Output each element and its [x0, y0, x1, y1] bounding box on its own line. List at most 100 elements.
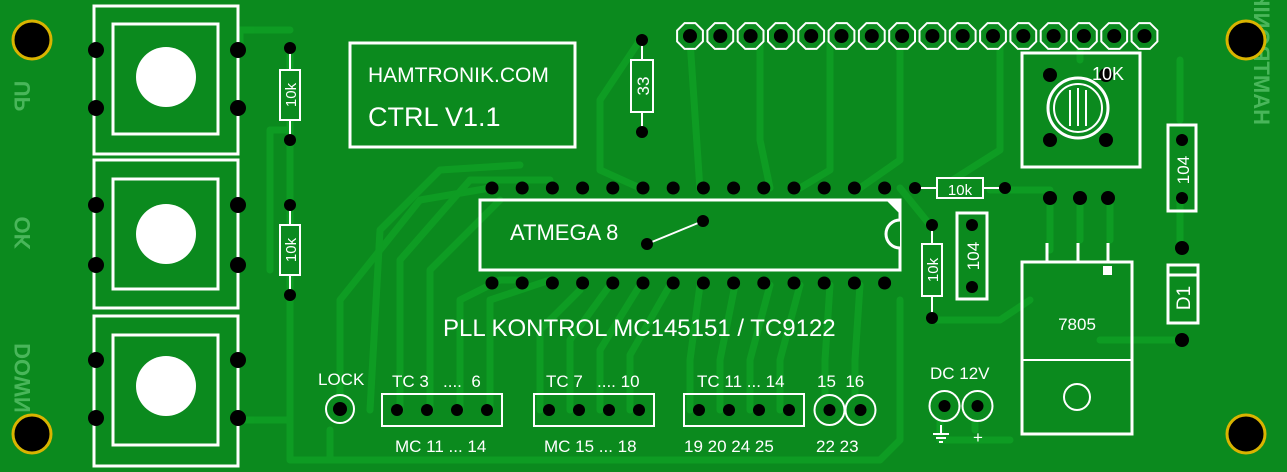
header-pin — [573, 404, 585, 416]
h2-top-label: TC 7 .... 10 — [546, 372, 640, 391]
mounting-hole-tl — [11, 19, 53, 61]
header-pin-hole — [864, 29, 879, 43]
mirrored-bottom-text: HAMTRONIK.COM — [1249, 0, 1274, 125]
header-pin — [391, 404, 403, 416]
title-box — [348, 41, 577, 149]
header-pin — [633, 404, 645, 416]
header-pin — [481, 404, 493, 416]
ic-pin — [817, 181, 831, 195]
ground-icon — [933, 425, 949, 443]
mounting-hole-tr — [1225, 19, 1267, 61]
header-pin-hole — [1137, 29, 1152, 43]
ic-pin — [576, 276, 590, 290]
header-pin-hole — [1076, 29, 1091, 43]
ic-pin — [606, 276, 620, 290]
ic-pin — [636, 276, 650, 290]
ic-pin — [787, 276, 801, 290]
connector-h3[interactable] — [683, 393, 805, 427]
header-pin — [823, 404, 836, 416]
ic-pin — [727, 276, 741, 290]
title-line1: HAMTRONIK.COM — [368, 64, 549, 87]
ic-pin — [485, 276, 499, 290]
resistor-10k-2: 10k — [279, 199, 301, 301]
lock-pad[interactable]: LOCK — [318, 370, 365, 424]
h3-bottom-label: 19 20 24 25 — [684, 437, 774, 456]
ic-pin — [606, 181, 620, 195]
ic-pin — [666, 276, 680, 290]
header-pin-hole — [986, 29, 1000, 43]
ic-pin — [515, 276, 529, 290]
resistor-10k-top-label: 10k — [948, 182, 973, 199]
board-headline: PLL KONTROL MC145151 / TC9122 — [443, 315, 836, 342]
button-ok[interactable] — [88, 158, 246, 310]
ic-pin — [817, 276, 831, 290]
ic-pin — [757, 276, 771, 290]
ic-pins-bottom — [485, 276, 892, 290]
copper-traces — [236, 26, 1184, 464]
pot-value: 10K — [1092, 64, 1124, 84]
pad — [1175, 333, 1189, 347]
ic-pin — [878, 276, 892, 290]
header-pin-hole — [1016, 29, 1031, 43]
button-down[interactable] — [88, 314, 246, 468]
button-label-ok: OK — [10, 217, 35, 250]
pad — [1073, 191, 1087, 205]
diode-label: D1 — [1174, 286, 1195, 310]
ic-pin — [696, 181, 710, 195]
capacitor-104-2: 104 — [955, 211, 989, 301]
connector-h1[interactable] — [381, 393, 503, 427]
h4-top-label: 15 16 — [817, 372, 864, 391]
header-pin-hole — [804, 29, 819, 43]
header-pin — [723, 404, 735, 416]
header-pin-hole — [955, 29, 970, 43]
connector-h4[interactable] — [813, 394, 877, 426]
ic-pin — [727, 181, 741, 195]
mounting-holes — [11, 19, 1267, 455]
capacitor-104-1-label: 104 — [1174, 156, 1193, 184]
ic-pin — [515, 181, 529, 195]
header-pin — [421, 404, 433, 416]
connector-dc[interactable] — [928, 390, 994, 422]
header-pin — [543, 404, 555, 416]
header-pin — [693, 404, 705, 416]
dc-plus-label: + — [973, 428, 983, 447]
mounting-hole-br — [1225, 413, 1267, 455]
connector-h2[interactable] — [533, 393, 655, 427]
resistor-10k-1-label: 10k — [283, 82, 300, 107]
resistor-10k-1: 10k — [279, 42, 301, 146]
ic-pin — [545, 181, 559, 195]
ic-pin — [636, 181, 650, 195]
ic-pin — [757, 181, 771, 195]
header-pin-hole — [834, 29, 849, 43]
pad — [1043, 191, 1057, 205]
ic-pin — [485, 181, 499, 195]
header-pin-hole — [925, 29, 940, 43]
button-label-up: UP — [10, 81, 35, 112]
diode-d1: D1 — [1166, 263, 1200, 325]
header-pin — [938, 400, 951, 412]
button-up[interactable] — [88, 4, 246, 156]
ic-label: ATMEGA 8 — [510, 220, 618, 245]
header-pin-hole — [713, 29, 728, 43]
resistor-10k-mid: 10k — [921, 219, 943, 324]
header-pin — [854, 404, 867, 416]
regulator-7805: 7805 — [1020, 243, 1134, 436]
h1-bottom-label: MC 11 ... 14 — [395, 437, 486, 456]
ic-pins-top — [485, 181, 892, 195]
header-outline — [381, 393, 503, 427]
header-pin — [451, 404, 463, 416]
mounting-hole-bl — [11, 413, 53, 455]
header-pin — [971, 400, 984, 412]
potentiometer[interactable]: 10K — [1020, 51, 1142, 169]
header-16pin[interactable] — [676, 22, 1159, 50]
header-pin — [603, 404, 615, 416]
ic-pin — [878, 181, 892, 195]
header-outline — [533, 393, 655, 427]
capacitor-104-2-label: 104 — [964, 242, 983, 270]
resistor-10k-mid-label: 10k — [925, 257, 942, 282]
ic-pin — [847, 276, 861, 290]
resistor-10k-top: 10k — [909, 177, 1011, 199]
header-pin-hole — [683, 29, 697, 43]
h3-top-label: TC 11 ... 14 — [697, 372, 785, 391]
